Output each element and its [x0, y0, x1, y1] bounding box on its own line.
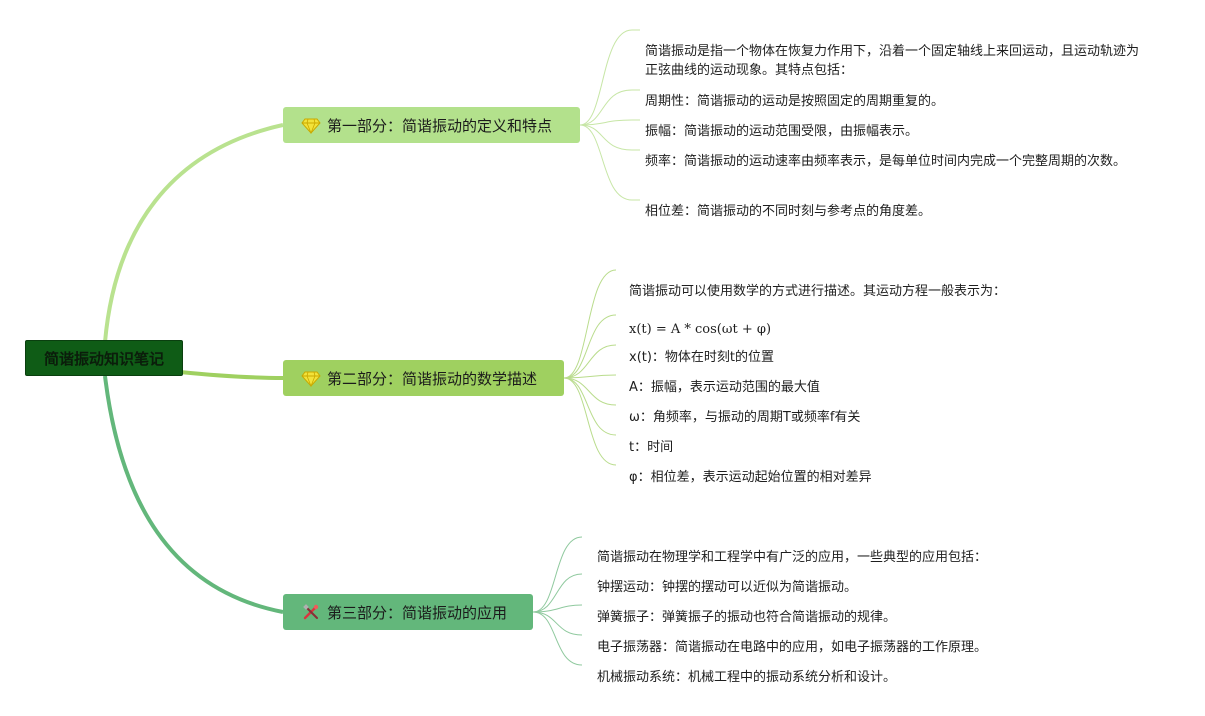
leaf-3-4: 电子振荡器：简谐振动在电路中的应用，如电子振荡器的工作原理。 — [597, 640, 988, 655]
leaf-1-5: 相位差：简谐振动的不同时刻与参考点的角度差。 — [645, 204, 932, 219]
leaf-3-5: 机械振动系统：机械工程中的振动系统分析和设计。 — [597, 670, 897, 685]
leaf-1-1: 简谐振动是指一个物体在恢复力作用下，沿着一个固定轴线上来回运动，且运动轨迹为正弦… — [645, 44, 1140, 78]
leaf-2-5: ω：角频率，与振动的周期T或频率f有关 — [629, 410, 861, 425]
branch-node-3[interactable]: 第三部分：简谐振动的应用 — [283, 594, 533, 630]
branch-node-1-label: 第一部分：简谐振动的定义和特点 — [327, 116, 553, 135]
connector-root-branch-1 — [103, 123, 284, 343]
connector-root-branch-3 — [103, 375, 284, 614]
branch-node-2-label: 第二部分：简谐振动的数学描述 — [327, 369, 538, 388]
diamond-icon — [301, 368, 321, 388]
leaf-1-3: 振幅：简谐振动的运动范围受限，由振幅表示。 — [645, 124, 919, 139]
branch-node-2[interactable]: 第二部分：简谐振动的数学描述 — [283, 360, 564, 396]
leaf-3-1: 简谐振动在物理学和工程学中有广泛的应用，一些典型的应用包括： — [597, 550, 988, 565]
branch-1-leaf-underlines — [632, 29, 640, 201]
branch-node-3-label: 第三部分：简谐振动的应用 — [327, 603, 508, 622]
leaf-1-2: 周期性：简谐振动的运动是按照固定的周期重复的。 — [645, 94, 945, 109]
root-node[interactable]: 简谐振动知识笔记 — [25, 340, 183, 376]
branch-1-leaf-connectors — [579, 29, 633, 201]
diamond-icon — [301, 115, 321, 135]
leaf-2-3: x(t)：物体在时刻t的位置 — [629, 350, 775, 365]
branch-2-leaf-connectors — [563, 269, 617, 466]
connector-root-branch-2 — [179, 370, 284, 380]
leaf-2-6: t：时间 — [629, 440, 674, 455]
leaf-2-1: 简谐振动可以使用数学的方式进行描述。其运动方程一般表示为： — [629, 284, 1007, 299]
leaf-3-3: 弹簧振子：弹簧振子的振动也符合简谐振动的规律。 — [597, 610, 897, 625]
branch-3-leaf-connectors — [532, 536, 583, 666]
leaf-3-2: 钟摆运动：钟摆的摆动可以近似为简谐振动。 — [597, 580, 858, 595]
leaf-1-4: 频率：简谐振动的运动速率由频率表示，是每单位时间内完成一个完整周期的次数。 — [645, 154, 1127, 169]
branch-node-1[interactable]: 第一部分：简谐振动的定义和特点 — [283, 107, 580, 143]
leaf-2-4: A：振幅，表示运动范围的最大值 — [629, 380, 820, 395]
root-node-label: 简谐振动知识笔记 — [43, 349, 164, 368]
leaf-2-7: φ：相位差，表示运动起始位置的相对差异 — [629, 470, 872, 485]
tools-icon — [301, 602, 321, 622]
leaf-2-2: x(t) = A * cos(ωt + φ) — [629, 322, 772, 337]
